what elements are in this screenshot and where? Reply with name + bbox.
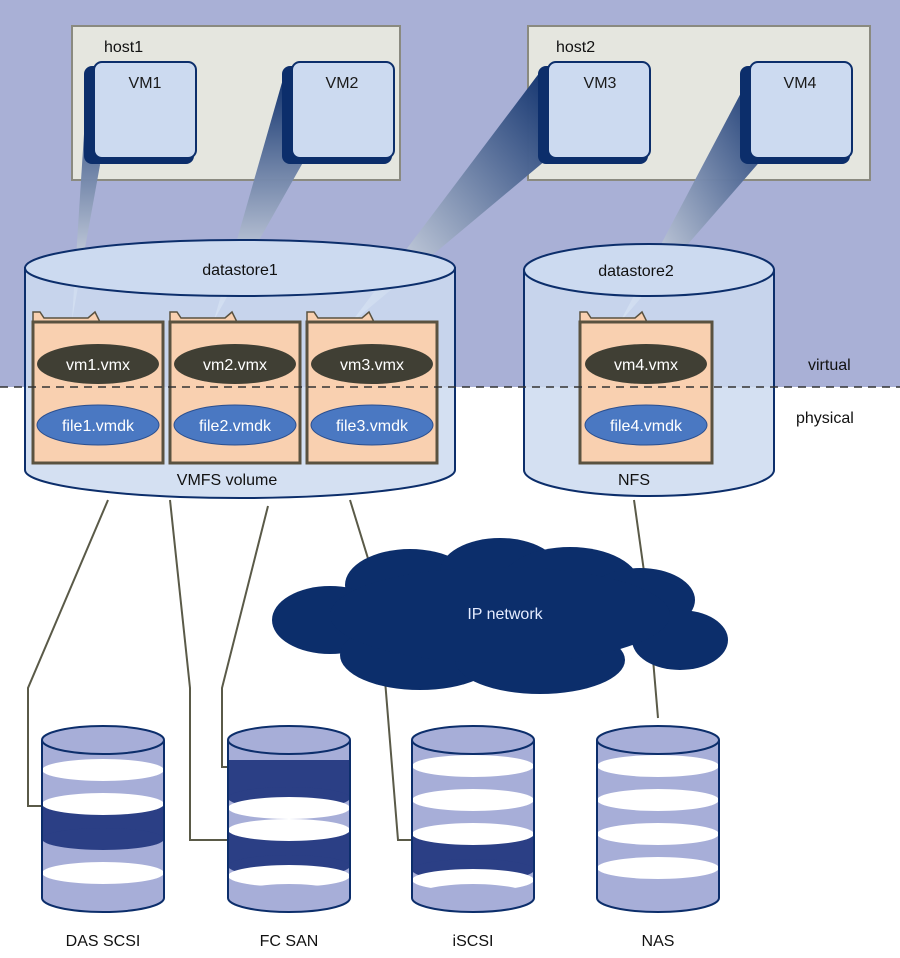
- folder-vm1[interactable]: vm1.vmx file1.vmdk: [31, 310, 165, 465]
- physical-label: physical: [796, 410, 854, 427]
- vm1-label: VM1: [129, 75, 162, 92]
- nas-label: NAS: [642, 933, 675, 950]
- file4-vmdk: file4.vmdk: [610, 418, 683, 435]
- iscsi-label: iSCSI: [453, 933, 494, 950]
- vm1-vmx: vm1.vmx: [66, 357, 130, 374]
- file3-vmdk: file3.vmdk: [336, 418, 409, 435]
- vm2-vmx: vm2.vmx: [203, 357, 267, 374]
- fc-san-label: FC SAN: [260, 933, 319, 950]
- host2-label: host2: [556, 39, 595, 56]
- folder-vm2[interactable]: vm2.vmx file2.vmdk: [168, 310, 302, 465]
- fc-san-link-1: [169, 499, 228, 841]
- vm4-box[interactable]: VM4: [740, 61, 853, 164]
- file1-vmdk: file1.vmdk: [62, 418, 135, 435]
- vm3-vmx: vm3.vmx: [340, 357, 404, 374]
- datastore2-label: datastore2: [598, 263, 674, 280]
- vm2-box[interactable]: VM2: [282, 61, 395, 164]
- vm4-vmx: vm4.vmx: [614, 357, 678, 374]
- vm4-label: VM4: [784, 75, 817, 92]
- fc-san-link-2: [221, 505, 269, 768]
- host1-label: host1: [104, 39, 143, 56]
- datastore1-label: datastore1: [202, 262, 278, 279]
- das-scsi-link: [27, 499, 109, 807]
- nfs-label: NFS: [618, 472, 650, 489]
- vm3-box[interactable]: VM3: [538, 61, 651, 164]
- vm2-label: VM2: [326, 75, 359, 92]
- nas-disk[interactable]: [596, 725, 720, 913]
- das-scsi-disk[interactable]: [41, 725, 165, 913]
- iscsi-disk[interactable]: [411, 725, 535, 913]
- ip-network-label: IP network: [467, 606, 543, 623]
- fc-san-disk[interactable]: [227, 725, 351, 913]
- file2-vmdk: file2.vmdk: [199, 418, 272, 435]
- ip-network-cloud: IP network: [272, 538, 728, 694]
- vmfs-volume-label: VMFS volume: [177, 472, 278, 489]
- folder-vm3[interactable]: vm3.vmx file3.vmdk: [305, 310, 439, 465]
- vm1-box[interactable]: VM1: [84, 61, 197, 164]
- vm3-label: VM3: [584, 75, 617, 92]
- folder-vm4[interactable]: vm4.vmx file4.vmdk: [578, 310, 714, 465]
- virtual-label: virtual: [808, 357, 851, 374]
- das-scsi-label: DAS SCSI: [66, 933, 141, 950]
